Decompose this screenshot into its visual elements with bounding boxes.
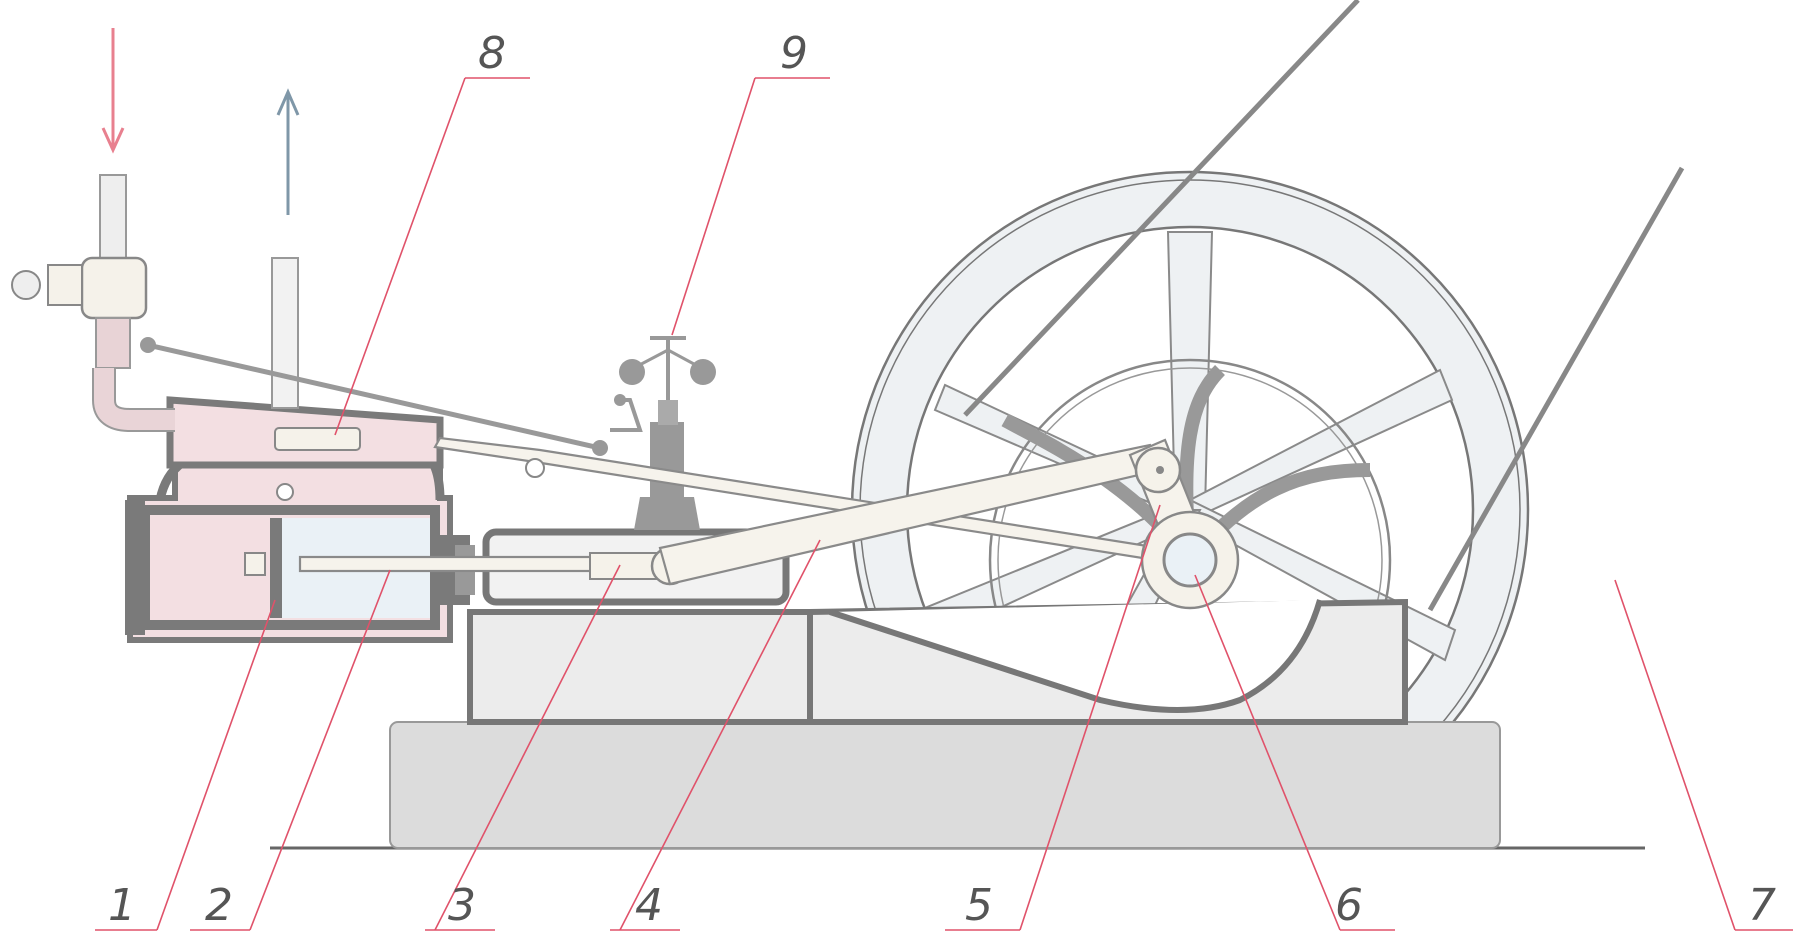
governor-linkage: [147, 342, 601, 451]
steam-chest: [166, 396, 444, 501]
drive-belt-left: [963, 0, 1360, 417]
up-arrow-icon: [276, 88, 300, 215]
callout-underlines: [95, 77, 1793, 931]
callout-label-6: 6: [1335, 880, 1363, 931]
callout-label-2: 2: [205, 880, 233, 931]
engine-bed: [467, 598, 1408, 725]
callout-label-5: 5: [965, 880, 993, 931]
exhaust-pipe: [271, 257, 299, 409]
callout-label-9: 9: [780, 28, 808, 79]
piston-rod: [244, 552, 594, 576]
callout-leaders: [156, 77, 1736, 931]
drive-belt-right: [1427, 166, 1685, 612]
steam-supply-pipe: [11, 174, 175, 432]
crankshaft: [1140, 510, 1240, 610]
governor: [610, 336, 716, 530]
base-plinth: [389, 721, 1501, 849]
callout-label-4: 4: [635, 880, 663, 931]
callout-label-3: 3: [448, 880, 476, 931]
callout-label-7: 7: [1748, 880, 1776, 931]
down-arrow-icon: [101, 28, 125, 154]
callout-label-8: 8: [478, 28, 506, 79]
callout-label-1: 1: [108, 880, 136, 931]
